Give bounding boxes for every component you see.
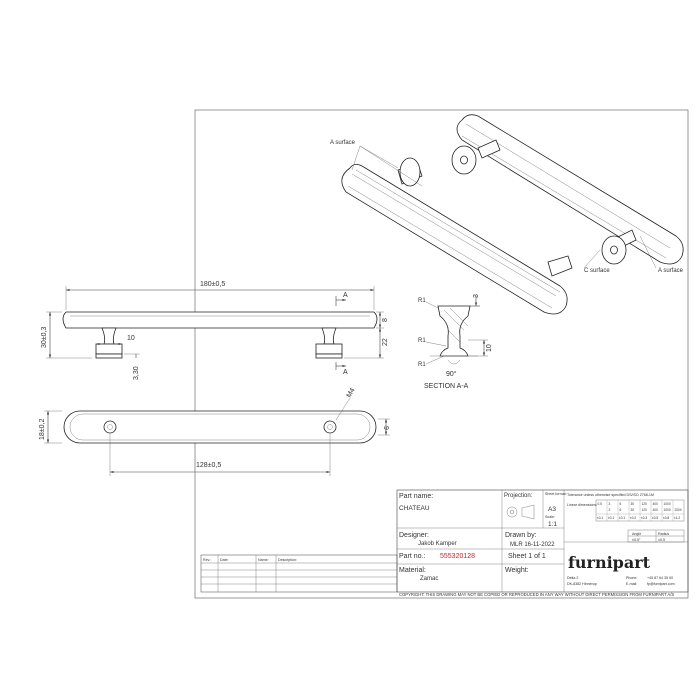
tolerance-value: ±0.8 — [663, 516, 669, 520]
rev-header-name: Name: — [258, 558, 269, 562]
part-no-label: Part no.: — [399, 553, 426, 560]
tolerance-range-high: 1000 — [664, 508, 671, 512]
tolerance-range-low: 30 — [631, 502, 635, 506]
section-angle: 90° — [446, 370, 457, 378]
dim-leg-width: 10 — [127, 335, 135, 342]
radius-value: ±0.5 — [658, 538, 665, 542]
section-marker-bottom: A — [343, 369, 348, 376]
sheet-format-label: Sheet format: — [545, 492, 567, 496]
angle-label: Angle — [632, 532, 641, 536]
tolerance-range-high: 3 — [609, 508, 611, 512]
tolerance-range-high: 6 — [620, 508, 622, 512]
dim-height: 30±0,3 — [41, 327, 48, 348]
designer-value: Jakob Kamper — [418, 541, 457, 547]
tolerance-table: 0.5 3 6 30 120 400 1000 3 6 30 120 400 1000 2000 ±0.1 ±… — [595, 499, 685, 522]
iso-handle-back — [451, 114, 684, 265]
designer-label: Designer: — [399, 532, 429, 539]
section-width: 10 — [486, 344, 493, 352]
address-line1: Delta 2 — [567, 576, 578, 580]
isometric-view: A surface A surface C surface — [330, 114, 684, 315]
angle-value: ±0.5° — [632, 538, 641, 542]
revision-table: Rev.: Date: Name: Description: — [200, 554, 398, 593]
drawn-by-label: Drawn by: — [505, 532, 537, 539]
sheet-border — [194, 109, 689, 599]
iso-handle-front — [341, 157, 573, 315]
dim-hole-spacing: 128±0,5 — [196, 462, 221, 469]
scale-label: Scale: — [545, 515, 555, 519]
phone-label: Phone: — [626, 576, 637, 580]
rev-header-date: Date: — [220, 558, 229, 562]
a-surface-label: A surface — [330, 140, 356, 146]
tolerance-range-high: 400 — [653, 508, 659, 512]
scale-value: 1:1 — [548, 521, 557, 528]
address-line2: DK-8382 Hinnerup — [567, 582, 597, 586]
sheet-format-value: A3 — [548, 506, 556, 513]
dim-base-thk: 3,30 — [133, 366, 140, 380]
tolerance-value: ±1.2 — [674, 516, 680, 520]
projection-label: Projection: — [504, 493, 533, 499]
tolerance-range-high: 2000 — [675, 508, 682, 512]
part-no-value: 555320128 — [440, 553, 475, 560]
section-r1-bottom: R1 — [418, 362, 426, 368]
sheet-count: Sheet 1 of 1 — [508, 553, 546, 560]
tolerance-range-high: 30 — [631, 508, 635, 512]
drawn-by-value: MLR 16-11-2022 — [510, 542, 555, 548]
tolerance-value: ±0.1 — [597, 516, 603, 520]
weight-label: Weight: — [505, 567, 529, 574]
dim-leg-height: 22 — [382, 338, 389, 346]
tolerance-range-low: 400 — [653, 502, 659, 506]
part-name-value: CHATEAU — [399, 505, 430, 512]
dim-length: 180±0,5 — [200, 281, 225, 288]
c-surface-label: C surface — [584, 268, 610, 274]
tolerance-value: ±0.5 — [652, 516, 658, 520]
tolerance-value: ±0.1 — [608, 516, 614, 520]
copyright-notice: COPYRIGHT: THIS DRAWING MAY NOT BE COPIE… — [399, 592, 674, 597]
tolerance-range-low: 0.5 — [598, 502, 603, 506]
tolerance-range-low: 6 — [620, 502, 622, 506]
tolerance-value: ±0.2 — [630, 516, 636, 520]
section-r1-mid: R1 — [418, 338, 426, 344]
part-name-label: Part name: — [399, 493, 433, 500]
phone-value: +45 87 64 35 00 — [647, 576, 673, 580]
a-surface-label-2: A surface — [658, 268, 684, 274]
dim-thickness: 8 — [382, 318, 389, 322]
tolerance-range-low: 1000 — [664, 502, 671, 506]
tolerance-value: ±0.3 — [641, 516, 647, 520]
section-depth: 3 — [473, 294, 480, 298]
rev-header-rev: Rev.: — [203, 558, 211, 562]
section-r1-top: R1 — [418, 298, 426, 304]
tolerance-value: ±0.1 — [619, 516, 625, 520]
material-value: Zamac — [420, 576, 438, 582]
email-value: fp@furnipart.com — [647, 582, 675, 586]
furnipart-logo: furnipart — [568, 553, 651, 572]
front-view: 180±0,5 30±0,3 8 22 10 3,30 A A — [41, 281, 389, 380]
dim-width: 18±0,2 — [39, 419, 46, 440]
linear-label: Linear dimensions: — [567, 503, 597, 507]
radius-label: Radius — [658, 532, 669, 536]
tolerance-range-low: 3 — [609, 502, 611, 506]
tolerance-note: Tolerance unless otherwise specified DS/… — [567, 493, 654, 497]
title-block: Part name: CHATEAU Projection: Sheet for… — [396, 489, 689, 593]
email-label: E-mail: — [626, 582, 637, 586]
section-title: SECTION A-A — [424, 383, 469, 390]
rev-header-description: Description: — [278, 558, 297, 562]
tolerance-range-high: 120 — [642, 508, 648, 512]
dim-slot-width: 9 — [382, 426, 389, 430]
section-view: R1 R1 R1 3 10 90° SECTION A-A — [418, 294, 493, 390]
dim-thread: M4 — [346, 387, 357, 399]
section-marker-top: A — [343, 292, 348, 299]
tolerance-range-low: 120 — [642, 502, 648, 506]
top-view: 18±0,2 9 M4 128±0,5 — [39, 387, 390, 476]
projection-symbol-icon — [506, 504, 535, 520]
material-label: Material: — [399, 567, 426, 574]
iso-leaders — [351, 145, 657, 269]
